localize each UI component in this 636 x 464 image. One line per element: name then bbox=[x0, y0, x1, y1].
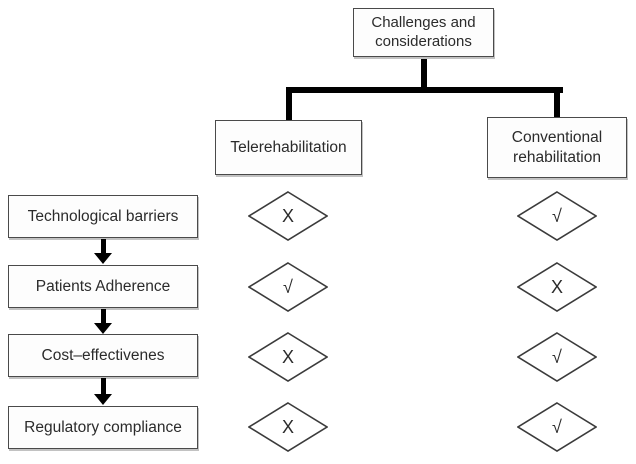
arrow-down-icon bbox=[94, 239, 112, 264]
decision-diamond-conv-cost-effectivenes: √ bbox=[517, 332, 597, 382]
decision-diamond-tele-cost-effectivenes: X bbox=[248, 332, 328, 382]
column-node-conventional-rehabilitation: Conventional rehabilitation bbox=[487, 117, 627, 178]
row-node-patients-adherence: Patients Adherence bbox=[8, 265, 198, 308]
row-label-cost-effectivenes: Cost–effectivenes bbox=[41, 346, 165, 364]
row-node-regulatory-compliance: Regulatory compliance bbox=[8, 406, 198, 449]
row-label-technological-barriers: Technological barriers bbox=[27, 207, 179, 225]
decision-diamond-tele-patients-adherence: √ bbox=[248, 262, 328, 312]
diamond-symbol: √ bbox=[552, 205, 562, 226]
column-label-conventional-rehabilitation: Conventional rehabilitation bbox=[511, 129, 603, 166]
row-label-regulatory-compliance: Regulatory compliance bbox=[24, 418, 182, 436]
row-node-cost-effectivenes: Cost–effectivenes bbox=[8, 334, 198, 377]
diamond-symbol: X bbox=[281, 205, 294, 226]
diamond-symbol: X bbox=[281, 416, 294, 437]
connector-drop-telerehabilitation bbox=[286, 87, 292, 121]
column-label-telerehabilitation: Telerehabilitation bbox=[230, 138, 347, 156]
decision-diamond-conv-technological-barriers: √ bbox=[517, 191, 597, 241]
column-node-telerehabilitation: Telerehabilitation bbox=[215, 120, 362, 175]
row-label-patients-adherence: Patients Adherence bbox=[35, 277, 171, 295]
diamond-symbol: X bbox=[550, 276, 563, 297]
decision-diamond-conv-patients-adherence: X bbox=[517, 262, 597, 312]
connector-root-stem bbox=[421, 56, 427, 92]
connector-drop-conventional bbox=[554, 87, 560, 118]
diamond-symbol: √ bbox=[283, 276, 293, 297]
decision-diamond-tele-technological-barriers: X bbox=[248, 191, 328, 241]
diamond-symbol: X bbox=[281, 346, 294, 367]
arrow-down-icon bbox=[94, 378, 112, 405]
root-node-label: Challenges and considerations bbox=[371, 13, 476, 50]
connector-branch-horizontal bbox=[286, 87, 563, 93]
diamond-symbol: √ bbox=[552, 346, 562, 367]
decision-diamond-conv-regulatory-compliance: √ bbox=[517, 402, 597, 452]
row-node-technological-barriers: Technological barriers bbox=[8, 195, 198, 238]
root-node-challenges: Challenges and considerations bbox=[353, 8, 494, 57]
diamond-symbol: √ bbox=[552, 416, 562, 437]
arrow-down-icon bbox=[94, 309, 112, 334]
decision-diamond-tele-regulatory-compliance: X bbox=[248, 402, 328, 452]
